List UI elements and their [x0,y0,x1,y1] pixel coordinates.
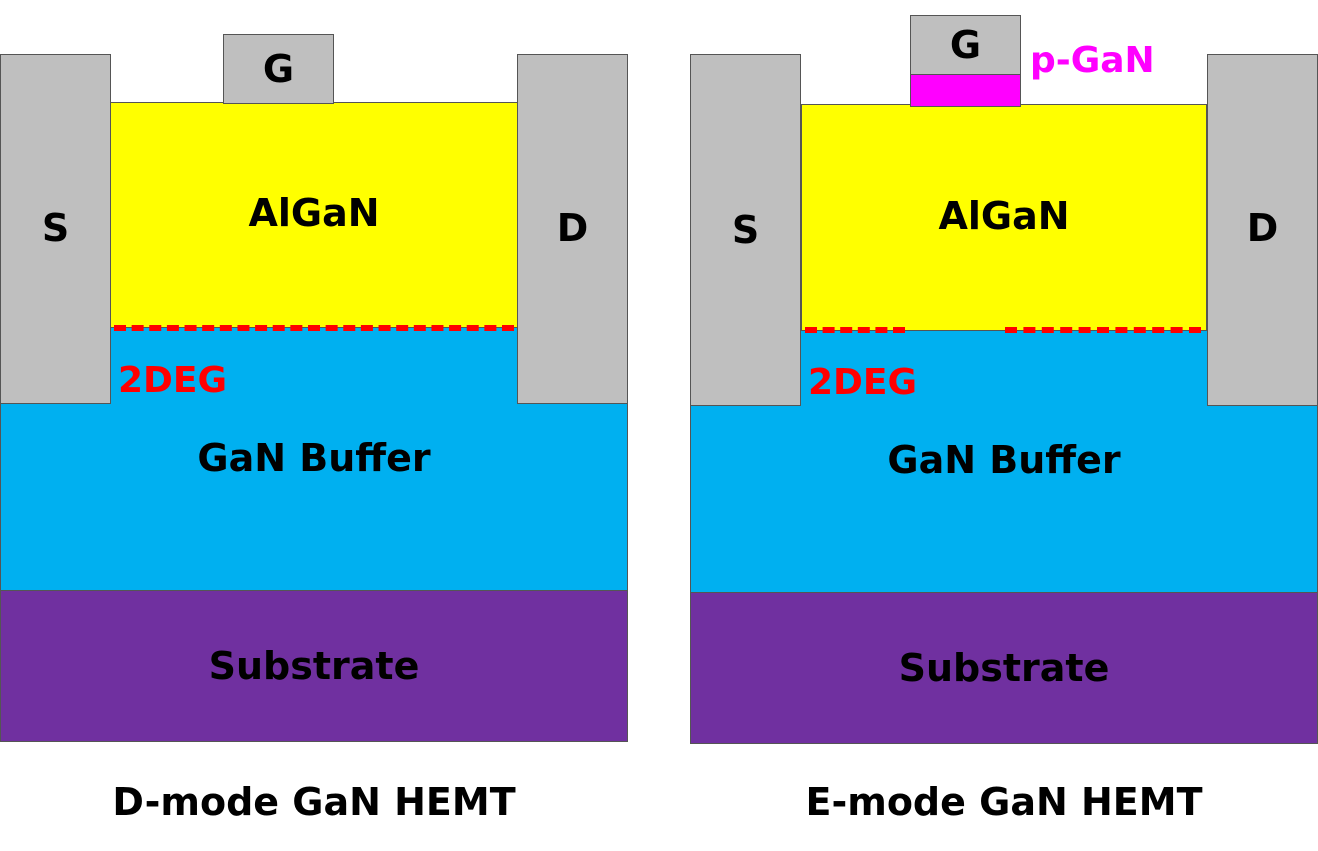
substrate-label: Substrate [208,644,420,688]
substrate-layer [0,590,628,742]
2deg-label: 2DEG [118,360,228,401]
p-gan-layer [910,74,1021,107]
algan-label: AlGaN [938,194,1070,238]
e-mode-caption: E-mode GaN HEMT [805,780,1203,824]
algan-label: AlGaN [248,191,380,235]
gate-label: G [262,47,295,91]
source-label: S [41,206,70,250]
2deg-channel-right-segment [1005,327,1201,333]
source-label: S [731,208,760,252]
2deg-channel-line [114,325,514,331]
source-contact [690,54,801,406]
gan-buffer-label: GaN Buffer [887,438,1121,482]
2deg-channel-left-segment [805,327,905,333]
p-gan-label: p-GaN [1030,40,1155,81]
substrate-layer [690,592,1318,744]
drain-contact [517,54,628,404]
drain-label: D [1246,206,1279,250]
gate-contact [910,15,1021,75]
gate-contact [223,34,334,104]
substrate-label: Substrate [898,646,1110,690]
gate-label: G [949,23,982,67]
d-mode-caption: D-mode GaN HEMT [112,780,516,824]
d-mode-hemt-diagram: Substrate GaN Buffer AlGaN 2DEG S D G D-… [0,0,640,851]
2deg-label: 2DEG [808,362,918,403]
e-mode-hemt-diagram: Substrate GaN Buffer AlGaN 2DEG S D G p-… [690,0,1318,851]
source-contact [0,54,111,404]
drain-label: D [556,206,589,250]
gan-buffer-label: GaN Buffer [197,436,431,480]
